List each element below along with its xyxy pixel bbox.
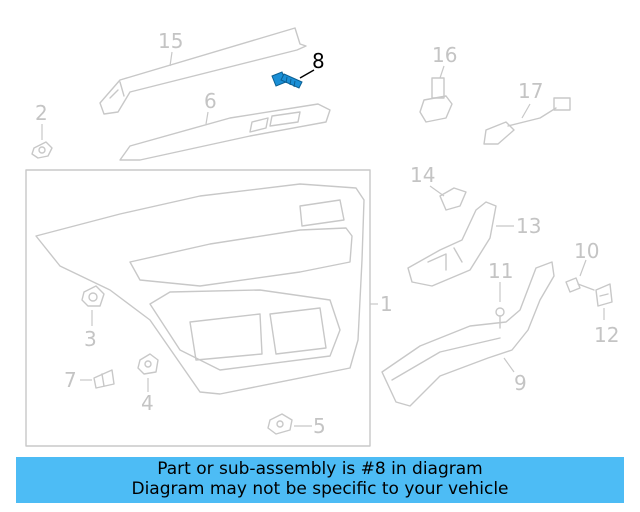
part-13-bracket[interactable] xyxy=(407,201,497,287)
callout-9: 9 xyxy=(514,371,527,395)
part-11-screw[interactable] xyxy=(495,307,505,329)
callout-7: 7 xyxy=(64,368,77,392)
parts-diagram: 15 6 8 2 1 3 7 xyxy=(25,27,619,447)
part-16-switch[interactable] xyxy=(419,77,453,123)
callout-10: 10 xyxy=(574,239,599,263)
banner-line-part-number: Part or sub-assembly is #8 in diagram xyxy=(157,459,483,479)
callout-2: 2 xyxy=(35,101,48,125)
callout-3: 3 xyxy=(84,327,97,351)
part-5-clip[interactable] xyxy=(267,413,293,435)
callout-14: 14 xyxy=(410,163,435,187)
part-1-door-trim-panel[interactable] xyxy=(35,183,365,395)
part-12-clip[interactable] xyxy=(595,283,613,307)
part-4-clip[interactable] xyxy=(137,353,159,375)
part-17-lamp-harness[interactable] xyxy=(483,97,571,145)
callout-17: 17 xyxy=(518,79,543,103)
part-9-armrest[interactable] xyxy=(381,261,555,407)
part-7-bracket[interactable] xyxy=(93,369,115,389)
callout-4: 4 xyxy=(141,391,154,415)
part-6-belt-molding[interactable] xyxy=(119,103,331,161)
callout-13: 13 xyxy=(516,214,541,238)
callout-5: 5 xyxy=(313,414,326,438)
banner-line-disclaimer: Diagram may not be specific to your vehi… xyxy=(131,479,509,499)
part-15-upper-trim-strip[interactable] xyxy=(99,27,307,115)
part-10-screw[interactable] xyxy=(565,277,595,293)
callout-8: 8 xyxy=(312,49,325,73)
callout-1: 1 xyxy=(380,292,393,316)
part-8-bolt[interactable] xyxy=(271,71,303,89)
callout-12: 12 xyxy=(594,323,619,347)
info-banner: Part or sub-assembly is #8 in diagram Di… xyxy=(16,457,624,503)
callout-11: 11 xyxy=(488,259,513,283)
callout-16: 16 xyxy=(432,43,457,67)
assembly-frame xyxy=(25,169,371,447)
part-14-cover[interactable] xyxy=(439,187,467,211)
part-2-clip[interactable] xyxy=(31,141,53,159)
part-3-retainer[interactable] xyxy=(81,285,105,307)
callout-15: 15 xyxy=(158,29,183,53)
callout-6: 6 xyxy=(204,89,217,113)
